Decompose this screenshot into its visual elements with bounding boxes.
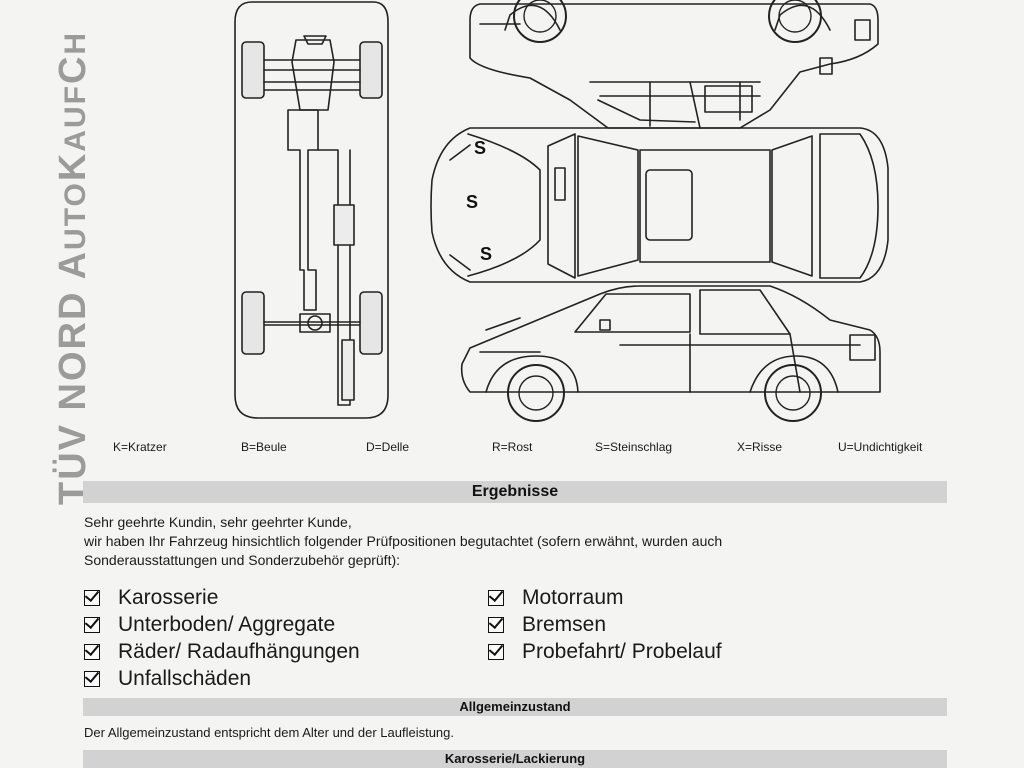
damage-mark: S — [480, 244, 492, 264]
side-view-bottom — [460, 285, 881, 393]
general-condition-heading: Allgemeinzustand — [83, 698, 947, 716]
damage-legend: K=Kratzer B=Beule D=Delle R=Rost S=Stein… — [0, 440, 1024, 456]
check-item-raeder: Räder/ Radaufhängungen — [84, 638, 360, 665]
intro-line: wir haben Ihr Fahrzeug hinsichtlich folg… — [84, 533, 723, 549]
intro-line: Sehr geehrte Kundin, sehr geehrter Kunde… — [84, 514, 352, 530]
checkbox-checked-icon — [488, 589, 504, 606]
check-item-unfallschaeden: Unfallschäden — [84, 665, 360, 692]
checkbox-checked-icon — [488, 643, 504, 660]
results-heading: Ergebnisse — [83, 481, 947, 503]
plan-view — [430, 127, 889, 283]
legend-item-beule: B=Beule — [241, 440, 287, 454]
side-view-top — [469, 3, 879, 129]
legend-item-kratzer: K=Kratzer — [113, 440, 167, 454]
body-paint-heading: Karosserie/Lackierung — [83, 750, 947, 768]
legend-item-rost: R=Rost — [492, 440, 533, 454]
general-condition-text: Der Allgemeinzustand entspricht dem Alte… — [84, 725, 454, 740]
legend-item-undichtigkeit: U=Undichtigkeit — [838, 440, 923, 454]
legend-item-delle: D=Delle — [366, 440, 410, 454]
damage-mark: S — [474, 138, 486, 158]
checkbox-checked-icon — [84, 670, 100, 687]
check-label: Räder/ Radaufhängungen — [118, 639, 360, 663]
checkbox-checked-icon — [488, 616, 504, 633]
check-label: Probefahrt/ Probelauf — [522, 639, 722, 663]
check-label: Unterboden/ Aggregate — [118, 612, 336, 636]
checklist-left-column: Karosserie Unterboden/ Aggregate Räder/ … — [84, 584, 360, 692]
checkbox-checked-icon — [84, 643, 100, 660]
check-label: Bremsen — [522, 612, 607, 636]
check-item-bremsen: Bremsen — [488, 611, 722, 638]
damage-mark: S — [466, 192, 478, 212]
vehicle-damage-diagram: S S S — [234, 0, 889, 422]
results-intro: Sehr geehrte Kundin, sehr geehrter Kunde… — [84, 513, 944, 570]
check-item-karosserie: Karosserie — [84, 584, 360, 611]
check-label: Motorraum — [522, 585, 624, 609]
check-item-probefahrt: Probefahrt/ Probelauf — [488, 638, 722, 665]
checkbox-checked-icon — [84, 589, 100, 606]
checkbox-checked-icon — [84, 616, 100, 633]
checklist-right-column: Motorraum Bremsen Probefahrt/ Probelauf — [488, 584, 722, 665]
legend-item-steinschlag: S=Steinschlag — [595, 440, 673, 454]
underbody-view — [234, 1, 389, 419]
check-label: Unfallschäden — [118, 666, 252, 690]
legend-item-risse: X=Risse — [737, 440, 783, 454]
check-label: Karosserie — [118, 585, 219, 609]
intro-line: Sonderausstattungen und Sonderzubehör ge… — [84, 552, 401, 568]
check-item-motorraum: Motorraum — [488, 584, 722, 611]
check-item-unterboden: Unterboden/ Aggregate — [84, 611, 360, 638]
